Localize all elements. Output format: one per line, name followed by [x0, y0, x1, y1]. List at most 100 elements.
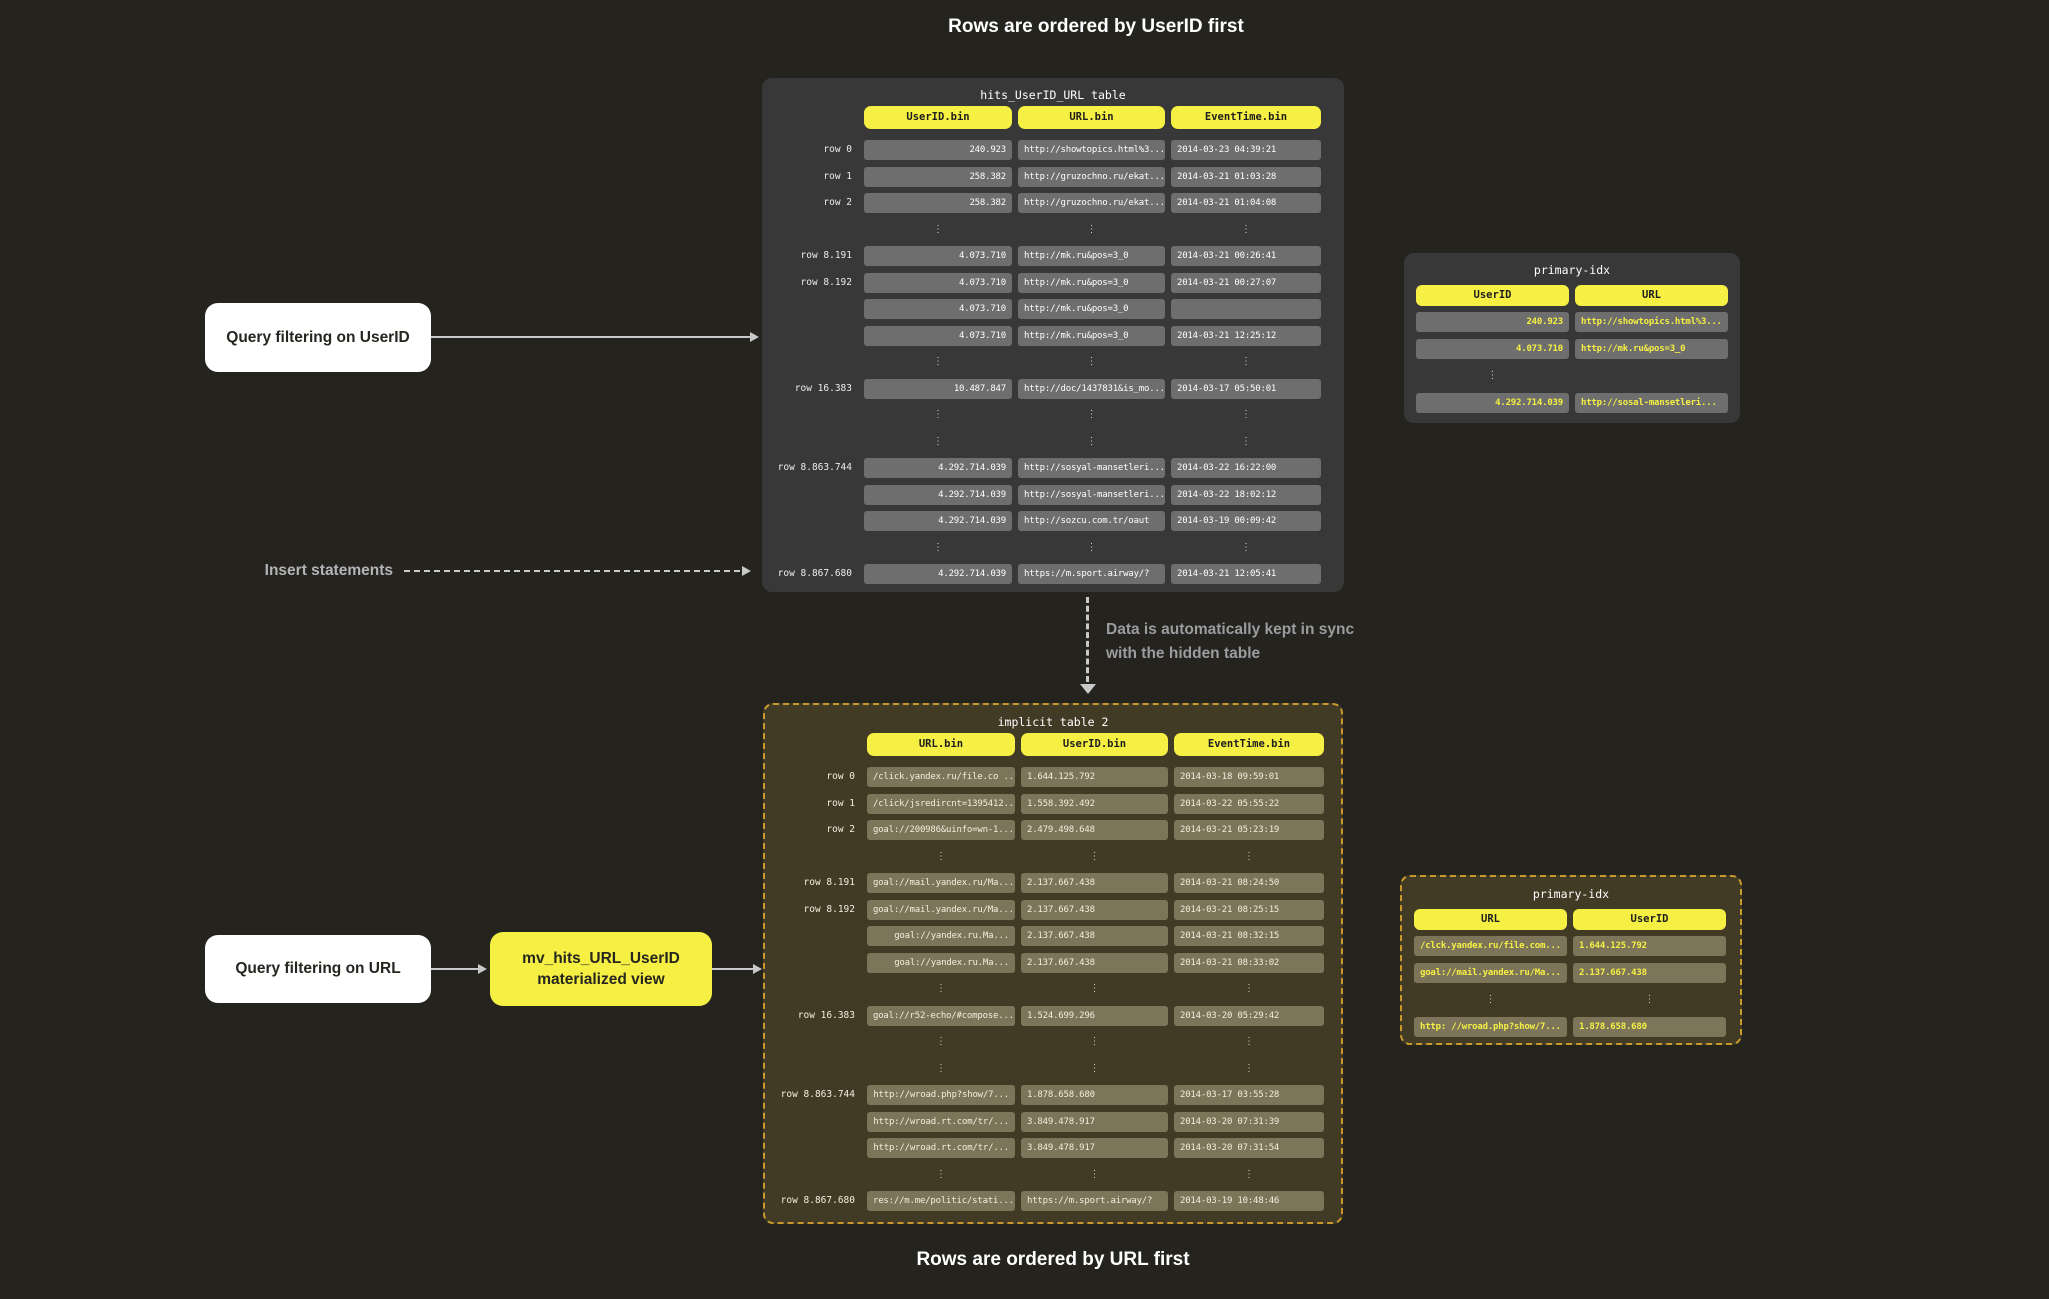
table-cell: goal://r52-echo/#compose... — [867, 1005, 1015, 1026]
table-title: implicit table 2 — [997, 715, 1109, 729]
table-cell — [1171, 299, 1321, 319]
table-cell: http://wroad.rt.com/tr/... — [867, 1111, 1015, 1132]
table-cell: 2.479.498.648 — [1021, 820, 1168, 840]
ellipsis-dots: ⋮ — [933, 435, 943, 447]
row-label — [770, 405, 858, 425]
ellipsis-dots: ⋮ — [1089, 983, 1100, 994]
ellipsis-dots: ⋮ — [933, 356, 943, 367]
table-cell: goal://yandex.ru.Ma... — [867, 952, 1015, 973]
table-cell: 258.382 — [864, 166, 1012, 187]
table-cell: http://mk.ru&pos=3_0 — [1575, 339, 1728, 359]
table-cell: 4.073.710 — [864, 272, 1012, 293]
table-cell: http://mk.ru&pos=3_0 — [1018, 325, 1165, 346]
arrowhead-right-icon — [478, 964, 487, 974]
dots-row: ⋮⋮⋮ — [762, 220, 1344, 240]
ellipsis-dots: ⋮ — [933, 541, 943, 553]
row-label — [773, 1032, 861, 1052]
row-label: row 8.867.680 — [777, 568, 852, 579]
table-cell: http://gruzochno.ru/ekat... — [1018, 166, 1165, 187]
column-header: UserID — [1573, 909, 1726, 930]
ellipsis-dots: ⋮ — [1244, 850, 1254, 862]
table-cell: /click.yandex.ru/file.co ... — [867, 767, 1015, 787]
column-header: URL.bin — [1018, 106, 1165, 129]
sync-note-line1: Data is automatically kept in sync — [1106, 621, 1355, 638]
row-label: row 8.867.680 — [780, 1195, 855, 1206]
ellipsis-dots: ⋮ — [1086, 435, 1097, 447]
table-cell: 2.137.667.438 — [1021, 899, 1168, 920]
table-cell: http://showtopics.html%3... — [1575, 312, 1728, 332]
ellipsis-dots: ⋮ — [1241, 541, 1251, 553]
table-row: http: //wroad.php?show/7...1.878.658.680 — [1402, 1017, 1740, 1037]
table-cell: 2014-03-21 12:25:12 — [1171, 325, 1321, 346]
ellipsis-dots: ⋮ — [1086, 223, 1097, 235]
mv-to-table-arrow — [712, 968, 756, 970]
table-cell: https://m.sport.airway/? — [1018, 564, 1165, 584]
ellipsis-dots: ⋮ — [1644, 994, 1655, 1005]
ellipsis-dots: ⋮ — [1241, 356, 1251, 367]
table-cell: 4.292.714.039 — [864, 564, 1012, 584]
column-header: UserID — [1416, 285, 1569, 306]
ellipsis-dots: ⋮ — [1241, 435, 1251, 447]
dots-row: ⋮ ⋮ ⋮ — [762, 352, 1344, 372]
row-label: row 8.192 — [803, 903, 855, 915]
table-cell: goal://mail.yandex.ru/Ma... — [867, 873, 1015, 893]
table-cell: 2014-03-20 05:29:42 — [1174, 1005, 1324, 1026]
table-cell: 1.644.125.792 — [1573, 936, 1726, 956]
table-title: primary-idx — [1532, 887, 1610, 901]
insert-statements-label: Insert statements — [264, 562, 393, 579]
dots-row: ⋮⋮⋮ — [765, 1165, 1341, 1185]
table-row: row 0/click.yandex.ru/file.co ...1.644.1… — [765, 767, 1341, 787]
arrowhead-right-icon — [753, 964, 762, 974]
table-row: 240.923 http://showtopics.html%3... — [1404, 312, 1740, 332]
ellipsis-dots: ⋮ — [936, 1168, 946, 1180]
sync-note-line2: with the hidden table — [1106, 645, 1261, 662]
dots-row: ⋮⋮ — [1402, 990, 1740, 1010]
row-label — [770, 511, 858, 531]
table-cell: /click/jsredircnt=1395412... — [867, 793, 1015, 814]
table-cell: 240.923 — [1416, 312, 1569, 332]
row-label — [770, 220, 858, 240]
row-label — [770, 432, 858, 452]
table-cell: 2014-03-21 08:32:15 — [1174, 926, 1324, 946]
table-cell: http: //wroad.php?show/7... — [1414, 1017, 1567, 1037]
materialized-view-subtitle: materialized view — [537, 971, 665, 988]
row-label: row 16.383 — [794, 382, 852, 394]
sync-arrow — [1086, 597, 1089, 682]
caption-ordered-by-url: Rows are ordered by URL first — [916, 1249, 1190, 1270]
ellipsis-dots: ⋮ — [1485, 994, 1496, 1005]
dots-row: ⋮ ⋮ ⋮ — [762, 432, 1344, 452]
table-cell: 2014-03-18 09:59:01 — [1174, 767, 1324, 787]
table-cell: 2014-03-21 00:27:07 — [1171, 272, 1321, 293]
ellipsis-dots: ⋮ — [1086, 409, 1097, 420]
row-label — [770, 326, 858, 346]
header-spacer — [773, 733, 861, 756]
table-cell: 4.073.710 — [864, 325, 1012, 346]
table-cell: 240.923 — [864, 140, 1012, 160]
column-header: URL.bin — [867, 733, 1015, 756]
column-header: EventTime.bin — [1171, 106, 1321, 129]
sync-note: Data is automatically kept in sync with … — [1106, 618, 1426, 666]
query-filtering-url-box: Query filtering on URL — [205, 935, 431, 1003]
table-cell: http://showtopics.html%3... — [1018, 140, 1165, 160]
table-cell: http://sosyal-mansetleri... — [1018, 484, 1165, 505]
table-cell: 2014-03-17 05:50:01 — [1171, 378, 1321, 399]
ellipsis-dots: ⋮ — [1086, 356, 1097, 367]
table-cell: http://wroad.php?show/7... — [867, 1085, 1015, 1105]
ellipsis-dots: ⋮ — [936, 1062, 946, 1074]
table-cell: 2014-03-20 07:31:54 — [1174, 1138, 1324, 1158]
column-header: UserID.bin — [864, 106, 1012, 129]
table-cell: 4.073.710 — [864, 299, 1012, 319]
table-cell: 2.137.667.438 — [1021, 952, 1168, 973]
